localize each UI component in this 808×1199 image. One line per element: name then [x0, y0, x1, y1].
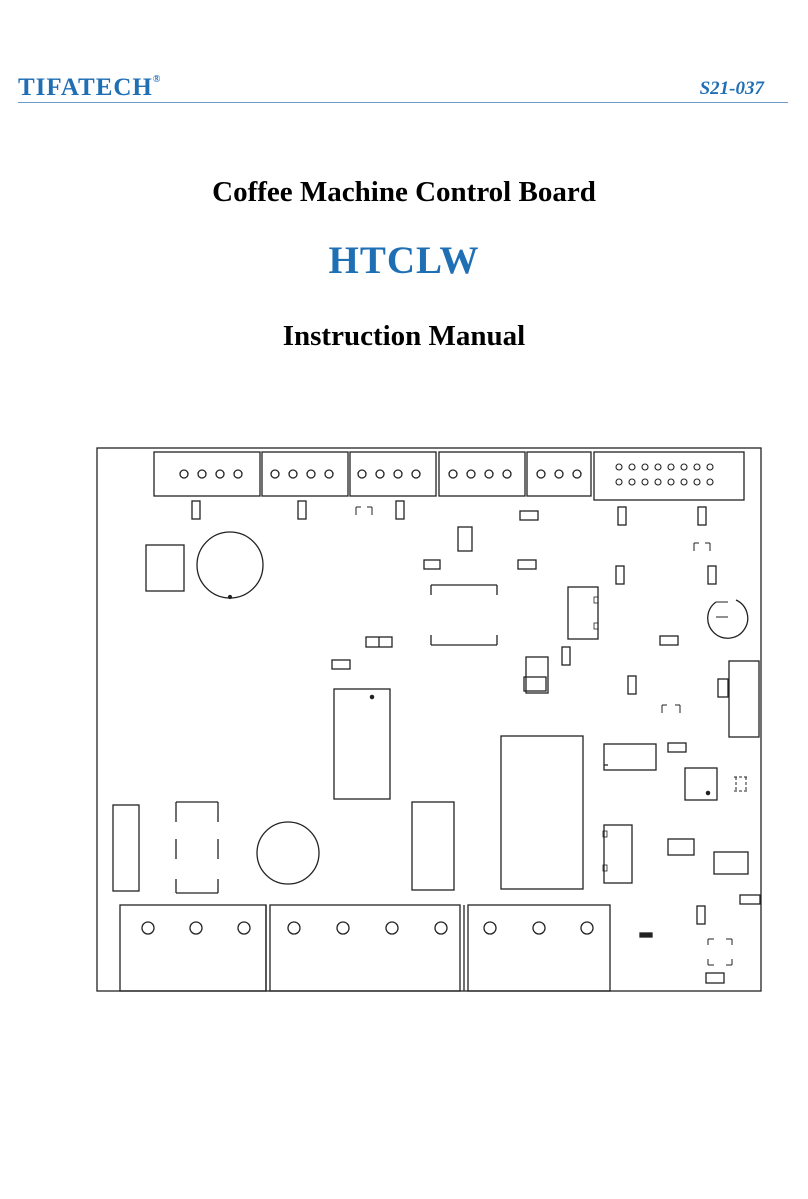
bottom-terminal-1 [119, 904, 267, 992]
control-board-drawing [96, 447, 762, 992]
side-connector [728, 660, 760, 738]
document-subtitle: Instruction Manual [282, 320, 526, 352]
top-connector-pin-header [593, 451, 745, 501]
brand-name: TIFATECH [18, 74, 153, 101]
document-title: Coffee Machine Control Board [212, 176, 596, 208]
relay-left [145, 544, 185, 592]
bottom-terminal-3 [467, 904, 611, 992]
ic-small [684, 767, 718, 801]
top-connector-3 [349, 451, 437, 497]
bottom-terminal-2 [265, 904, 465, 992]
top-connector-1 [153, 451, 261, 497]
model-name: HTCLW [328, 239, 480, 282]
microcontroller [333, 688, 391, 800]
ic-module [567, 586, 599, 640]
capacitor-medium [256, 821, 320, 885]
main-relay [500, 735, 584, 890]
document-number: S21-037 [699, 78, 764, 99]
brand-logo: TIFATECH® [18, 74, 161, 102]
fuse-holder [112, 804, 140, 892]
transformer-outline [430, 584, 498, 646]
header-rule [18, 102, 788, 103]
board-outline [96, 447, 762, 992]
top-connector-5 [526, 451, 592, 497]
registered-mark: ® [152, 73, 162, 85]
capacitor-large [196, 531, 264, 599]
top-connector-4 [438, 451, 526, 497]
top-connector-2 [261, 451, 349, 497]
buzzer [707, 599, 749, 639]
